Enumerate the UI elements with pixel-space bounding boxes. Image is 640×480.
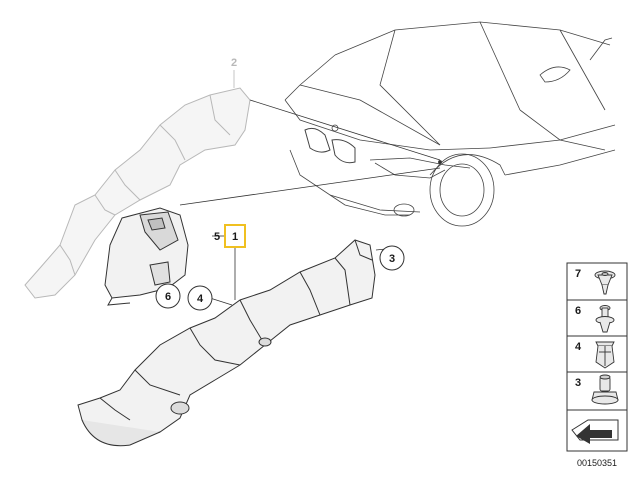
push-pin-icon	[595, 305, 615, 333]
folder-arrow-icon	[571, 419, 619, 444]
part-4-underbody-cover	[77, 239, 376, 447]
callout-1: 1	[224, 224, 246, 248]
legend-item-4: 4	[575, 341, 615, 369]
fastener-legend: 7 6 4	[566, 262, 628, 452]
part-2-underbody-shield	[24, 87, 251, 299]
callout-6: 6	[155, 283, 181, 309]
svg-text:6: 6	[165, 291, 171, 303]
callout-5: 5	[214, 231, 220, 243]
legend-item-6: 6	[575, 305, 615, 333]
expanding-rivet-icon	[594, 270, 616, 295]
car-outline	[284, 21, 616, 227]
svg-text:1: 1	[232, 231, 238, 243]
callout-4: 4	[187, 285, 213, 311]
callout-3: 3	[379, 245, 405, 271]
svg-text:4: 4	[197, 293, 204, 305]
svg-text:2: 2	[231, 57, 237, 69]
svg-text:3: 3	[575, 377, 581, 389]
svg-text:3: 3	[389, 253, 395, 265]
svg-text:5: 5	[214, 231, 220, 243]
legend-item-7: 7	[575, 268, 616, 295]
svg-text:6: 6	[575, 305, 581, 317]
callout-2: 2	[231, 57, 237, 69]
svg-text:7: 7	[575, 268, 581, 280]
legend-item-3: 3	[575, 374, 619, 405]
spreading-clip-icon	[595, 341, 615, 369]
leader-lines	[160, 99, 442, 306]
collar-nut-icon	[591, 374, 619, 405]
reference-code: 00150351	[577, 458, 617, 468]
svg-text:4: 4	[575, 341, 582, 353]
